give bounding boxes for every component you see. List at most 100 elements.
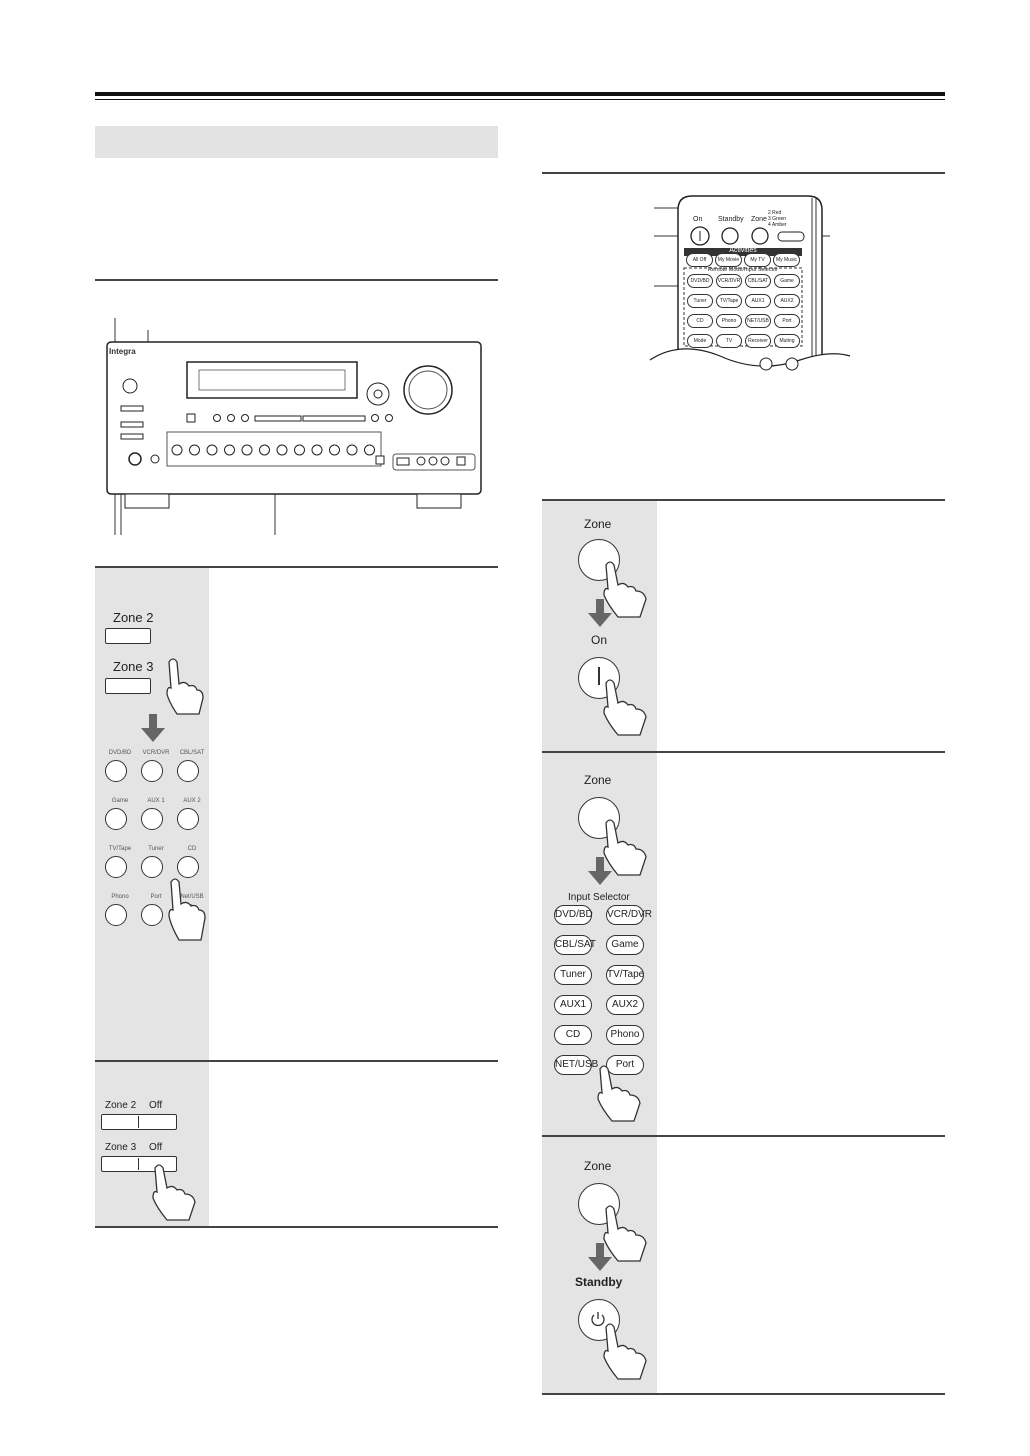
zone2-off-button[interactable] [101, 1114, 177, 1130]
selector-label: CD [187, 846, 197, 852]
press-finger-icon [603, 679, 647, 736]
activity-button[interactable]: My Movie [715, 253, 742, 267]
selector-button[interactable] [177, 856, 199, 878]
remote-input-button[interactable]: Receiver [745, 334, 771, 348]
press-finger-icon [603, 819, 647, 876]
front-selector-button[interactable] [329, 444, 340, 456]
zone-label: Zone [584, 773, 612, 787]
selector-label: Game [111, 798, 129, 804]
front-selector-button[interactable] [206, 444, 218, 456]
selector-label: AUX 2 [183, 798, 201, 804]
activity-button[interactable]: My TV [744, 253, 771, 267]
step-illustration-panel: Zone Input Selector DVD/BD VCR/DVR CBL/SAT… [542, 753, 657, 1135]
selector-button[interactable] [105, 760, 127, 782]
front-selector-button[interactable] [259, 444, 270, 456]
remote-input-button[interactable]: DVD/BD [687, 274, 713, 288]
selector-label: Net/USB [180, 894, 204, 900]
input-selector-button[interactable]: CD [554, 1025, 592, 1045]
remote-input-button[interactable]: CBL/SAT [745, 274, 771, 288]
legend-line: 2 Red [768, 210, 782, 216]
brand-logo: Integra [109, 347, 136, 356]
selector-button[interactable] [141, 808, 163, 830]
remote-input-button[interactable]: TV [716, 334, 742, 348]
front-selector-button[interactable] [311, 444, 323, 456]
press-finger-icon [603, 561, 647, 618]
front-selector-button[interactable] [294, 444, 305, 456]
step-divider [542, 751, 945, 753]
remote-input-button[interactable]: CD [687, 314, 713, 328]
selector-button[interactable] [141, 760, 163, 782]
selector-label: AUX 1 [147, 798, 165, 804]
remote-input-button[interactable]: Phono [716, 314, 742, 328]
press-finger-icon [166, 658, 204, 715]
front-selector-button[interactable] [276, 444, 288, 456]
selector-button[interactable] [177, 808, 199, 830]
zone-color-legend: 2 Red 3 Green 4 Amber [768, 210, 787, 228]
zone-label: Zone [584, 1159, 612, 1173]
input-selector-button[interactable]: CBL/SAT [554, 935, 596, 955]
remote-input-button[interactable]: TV/Tape [716, 294, 742, 308]
section-divider [542, 172, 945, 174]
front-selector-button[interactable] [224, 444, 235, 456]
front-selector-button[interactable] [364, 444, 375, 456]
input-selector-button[interactable]: VCR/DVR [606, 905, 652, 925]
selector-button[interactable] [141, 856, 163, 878]
selector-button[interactable] [105, 856, 127, 878]
standby-label: Standby [575, 1275, 623, 1289]
front-selector-button[interactable] [189, 444, 200, 456]
remote-input-button[interactable]: Muting [774, 334, 800, 348]
selector-label: Port [150, 894, 162, 900]
step-divider [542, 499, 945, 501]
input-selector-button[interactable]: Phono [606, 1025, 644, 1045]
step-divider [542, 1393, 945, 1395]
remote-input-button[interactable]: Game [774, 274, 800, 288]
input-selector-title: Input Selector [568, 892, 630, 903]
input-selector-button[interactable]: Game [606, 935, 644, 955]
press-finger-icon [152, 1164, 196, 1221]
selector-button[interactable] [177, 760, 199, 782]
press-finger-icon [603, 1323, 647, 1380]
remote-zone-label: Zone [751, 216, 767, 223]
input-selector-button[interactable]: DVD/BD [554, 905, 593, 925]
front-selector-button[interactable] [241, 444, 253, 456]
zone2-button[interactable] [105, 628, 151, 644]
selector-button[interactable] [141, 904, 163, 926]
input-selector-button[interactable]: AUX2 [606, 995, 644, 1015]
arrow-down-icon [588, 857, 612, 885]
remote-illustration: On Standby Zone 2 Red 3 Green 4 Amber Ac… [620, 190, 880, 380]
remote-input-button[interactable]: AUX1 [745, 294, 771, 308]
selector-button[interactable] [105, 904, 127, 926]
header-rule-thin [95, 99, 945, 100]
input-selector-button[interactable]: TV/Tape [606, 965, 644, 985]
front-selector-button[interactable] [346, 444, 358, 456]
remote-on-label: On [693, 216, 703, 223]
remote-input-button[interactable]: Tuner [687, 294, 713, 308]
remote-input-button[interactable]: AUX2 [774, 294, 800, 308]
activity-button[interactable]: My Music [773, 253, 800, 267]
zone-label: Zone [584, 517, 612, 531]
press-finger-icon [597, 1065, 641, 1122]
front-selector-button[interactable] [171, 444, 183, 456]
remote-input-button[interactable]: Mode [687, 334, 713, 348]
press-finger-icon [603, 1205, 647, 1262]
arrow-down-icon [141, 714, 165, 742]
remote-input-button[interactable]: VCR/DVR [716, 274, 742, 288]
remote-input-button[interactable]: NET/USB [745, 314, 771, 328]
section-heading-bar [95, 126, 498, 158]
selector-label: TV/Tape [108, 846, 132, 852]
input-selector-button[interactable]: AUX1 [554, 995, 592, 1015]
activity-button[interactable]: All Off [686, 253, 713, 267]
input-selector-button[interactable]: Tuner [554, 965, 592, 985]
mode-selector-heading: Remote Mode/Input Selector [707, 267, 778, 273]
button-split [138, 1158, 139, 1170]
input-selector-button[interactable]: NET/USB [554, 1055, 598, 1075]
step-divider [542, 1135, 945, 1137]
arrow-down-icon [588, 1243, 612, 1271]
remote-standby-label: Standby [718, 216, 744, 223]
input-selector-button[interactable]: Port [606, 1055, 644, 1075]
selector-button[interactable] [105, 808, 127, 830]
zone3-button[interactable] [105, 678, 151, 694]
remote-input-button[interactable]: Port [774, 314, 800, 328]
step-illustration-panel: Zone Standby [542, 1137, 657, 1393]
header-rule-thick [95, 92, 945, 96]
